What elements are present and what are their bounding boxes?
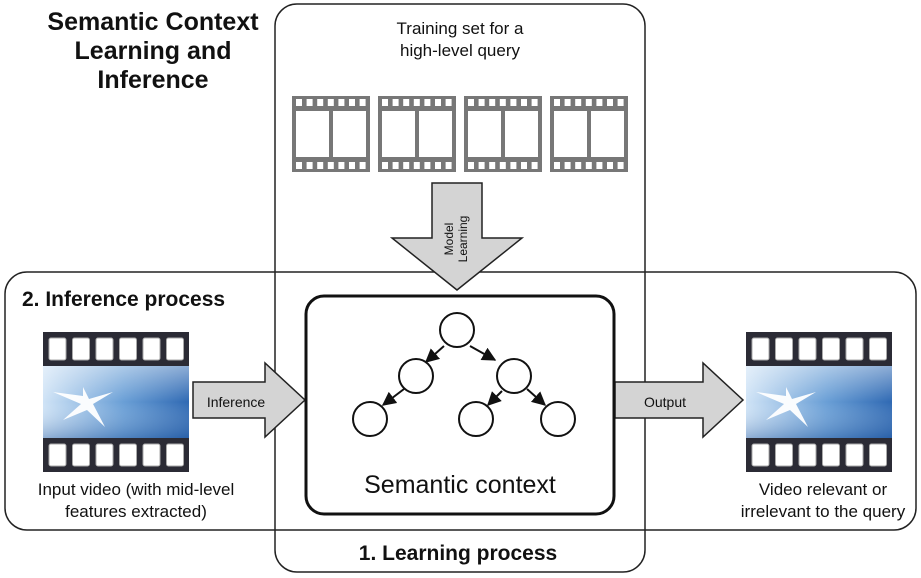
graph-node — [398, 358, 434, 394]
output-video-icon — [746, 332, 892, 472]
graph-node — [458, 401, 494, 437]
input-video-caption: Input video (with mid-level features ext… — [37, 480, 235, 521]
graph-edge — [526, 388, 547, 406]
graph-node — [540, 401, 576, 437]
learning-process-box — [274, 3, 646, 573]
output-arrow-label: Output — [643, 394, 687, 410]
learning-process-label: 1. Learning process — [358, 542, 558, 565]
sparkle-icon — [756, 387, 816, 427]
semantic-graph — [352, 312, 576, 437]
filmstrip-frame — [378, 96, 456, 172]
input-video-icon — [43, 332, 189, 472]
inference-process-label: 2. Inference process — [22, 288, 226, 311]
sparkle-icon — [53, 387, 113, 427]
graph-node — [496, 358, 532, 394]
training-set-caption: Training set for a high-level query — [396, 19, 524, 60]
graph-node — [439, 312, 475, 348]
graph-edge — [469, 345, 497, 361]
filmstrip-frame — [464, 96, 542, 172]
output-arrow — [614, 361, 745, 439]
inference-arrow — [192, 361, 307, 439]
graph-node — [352, 401, 388, 437]
inference-arrow-label: Inference — [206, 394, 266, 410]
graph-edge — [424, 345, 445, 363]
training-filmstrips — [292, 96, 628, 172]
semantic-context-label: Semantic context — [364, 471, 556, 499]
filmstrip-frame — [292, 96, 370, 172]
model-learning-label: Model Learning — [442, 215, 470, 263]
filmstrip-frame — [550, 96, 628, 172]
semantic-context-box — [304, 294, 616, 516]
output-video-caption: Video relevant or irrelevant to the quer… — [740, 480, 906, 521]
model-learning-arrow — [389, 182, 525, 291]
graph-edge — [381, 388, 405, 406]
graph-edge — [487, 390, 503, 406]
diagram-title: Semantic Context Learning and Inference — [47, 8, 259, 94]
